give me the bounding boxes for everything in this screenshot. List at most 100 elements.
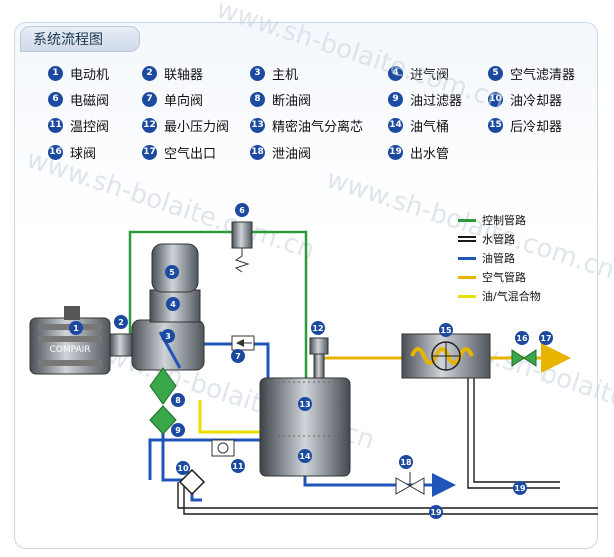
legend-number-badge: 18 <box>250 144 265 160</box>
pipe-legend-swatch <box>458 275 476 279</box>
oil-line-check <box>200 342 270 378</box>
legend-label: 球阀 <box>70 146 97 162</box>
diagram-badge-number: 7 <box>235 352 241 361</box>
legend-label: 泄油阀 <box>272 146 312 162</box>
diagram-badge-15 <box>439 323 453 337</box>
diagram-badge-number: 18 <box>400 458 412 467</box>
legend-number-badge: 1 <box>48 65 63 81</box>
legend-label: 电动机 <box>70 67 110 83</box>
diagram-badge-18 <box>399 455 413 469</box>
solenoid-valve <box>231 221 253 273</box>
legend-item-9: 9 油过滤器 <box>388 90 463 109</box>
legend-item-17: 17 空气出口 <box>142 143 217 162</box>
legend-number-badge: 2 <box>142 65 157 81</box>
diagram-badge-9 <box>171 423 185 437</box>
legend-label: 单向阀 <box>164 93 204 109</box>
pipe-legend-label: 控制管路 <box>482 214 526 227</box>
diagram-badge-7 <box>231 349 245 363</box>
legend-number-badge: 9 <box>388 91 403 107</box>
legend-label: 油过滤器 <box>410 93 463 109</box>
diagram-badge-11 <box>231 459 245 473</box>
oil-filter <box>149 405 177 435</box>
diagram-badge-number: 11 <box>232 462 244 471</box>
motor-brand-label: COMPAIR <box>49 345 90 355</box>
legend-number-badge: 5 <box>488 65 503 81</box>
pipe-legend-swatch <box>458 236 476 242</box>
legend-label: 最小压力阀 <box>164 119 230 135</box>
diagram-badge-number: 3 <box>165 332 171 341</box>
diagram-badge-3 <box>161 329 175 343</box>
oil-gas-tank <box>259 377 351 477</box>
motor: COMPAIR <box>29 306 111 375</box>
legend-item-15: 15 后冷却器 <box>488 116 563 135</box>
water-line-2b <box>183 482 598 515</box>
legend-number-badge: 15 <box>488 117 503 133</box>
diagram-badge-number: 9 <box>175 426 181 435</box>
thermostatic-valve <box>211 439 235 457</box>
legend-item-14: 14 油气桶 <box>388 116 450 135</box>
diagram-badge-number: 4 <box>170 300 176 309</box>
diagram-badge-number: 12 <box>312 324 323 333</box>
diagram-badge-number: 19 <box>430 508 442 517</box>
pipe-legend-label: 水管路 <box>482 233 515 246</box>
legend-item-3: 3 主机 <box>250 64 299 83</box>
legend-label: 断油阀 <box>272 93 312 109</box>
diagram-badge-14 <box>298 449 312 463</box>
diagram-badge-number: 6 <box>239 206 245 215</box>
water-line-1b <box>473 378 560 483</box>
diagram-badge-12 <box>311 321 325 335</box>
diagram-badge-19b <box>429 505 443 519</box>
legend-item-2: 2 联轴器 <box>142 64 204 83</box>
pipe-legend-label: 油/气混合物 <box>482 290 541 303</box>
legend-label: 后冷却器 <box>510 119 563 135</box>
diagram-badge-number: 1 <box>73 324 79 333</box>
pipe-legend-item: 油/气混合物 <box>458 288 541 304</box>
legend-number-badge: 3 <box>250 65 265 81</box>
legend-item-1: 1 电动机 <box>48 64 110 83</box>
legend-number-badge: 10 <box>488 91 503 107</box>
legend-label: 温控阀 <box>70 119 110 135</box>
legend-number-badge: 8 <box>250 91 265 107</box>
diagram-title: 系统流程图 <box>20 26 140 52</box>
legend-label: 联轴器 <box>164 67 204 83</box>
water-line-2 <box>177 482 598 509</box>
legend-number-badge: 7 <box>142 91 157 107</box>
oil-cooler-symbol <box>178 468 206 496</box>
diagram-badge-5 <box>165 265 179 279</box>
mix-line <box>198 400 260 434</box>
pipe-legend-swatch <box>458 218 476 222</box>
legend-label: 油气桶 <box>410 119 450 135</box>
diagram-badge-number: 10 <box>177 464 189 473</box>
diagram-badge-number: 15 <box>440 326 452 335</box>
diagram-badge-17 <box>539 331 553 345</box>
diagram-badge-number: 5 <box>169 268 175 277</box>
legend-item-4: 4 进气阀 <box>388 64 450 83</box>
diagram-badge-4 <box>166 297 180 311</box>
diagram-badge-number: 13 <box>299 400 310 409</box>
pipe-legend-item: 空气管路 <box>458 269 526 285</box>
diagram-badge-13 <box>298 397 312 411</box>
control-line <box>128 230 308 380</box>
legend-number-badge: 14 <box>388 117 403 133</box>
check-valve <box>231 335 255 351</box>
diagram-badge-10 <box>176 461 190 475</box>
legend-number-badge: 17 <box>142 144 157 160</box>
legend-label: 主机 <box>272 67 299 83</box>
legend-label: 空气出口 <box>164 146 217 162</box>
diagram-badge-2 <box>114 315 128 329</box>
legend-label: 进气阀 <box>410 67 450 83</box>
legend-number-badge: 13 <box>250 117 265 133</box>
water-line-1 <box>467 378 560 489</box>
diagram-badge-8 <box>171 393 185 407</box>
legend-item-13: 13 精密油气分离芯 <box>250 116 364 135</box>
legend-number-badge: 12 <box>142 117 157 133</box>
legend-label: 精密油气分离芯 <box>272 119 364 135</box>
legend-label: 油冷却器 <box>510 93 563 109</box>
diagram-badge-number: 19 <box>514 484 526 493</box>
legend-number-badge: 4 <box>388 65 403 81</box>
diagram-badge-number: 16 <box>516 334 528 343</box>
